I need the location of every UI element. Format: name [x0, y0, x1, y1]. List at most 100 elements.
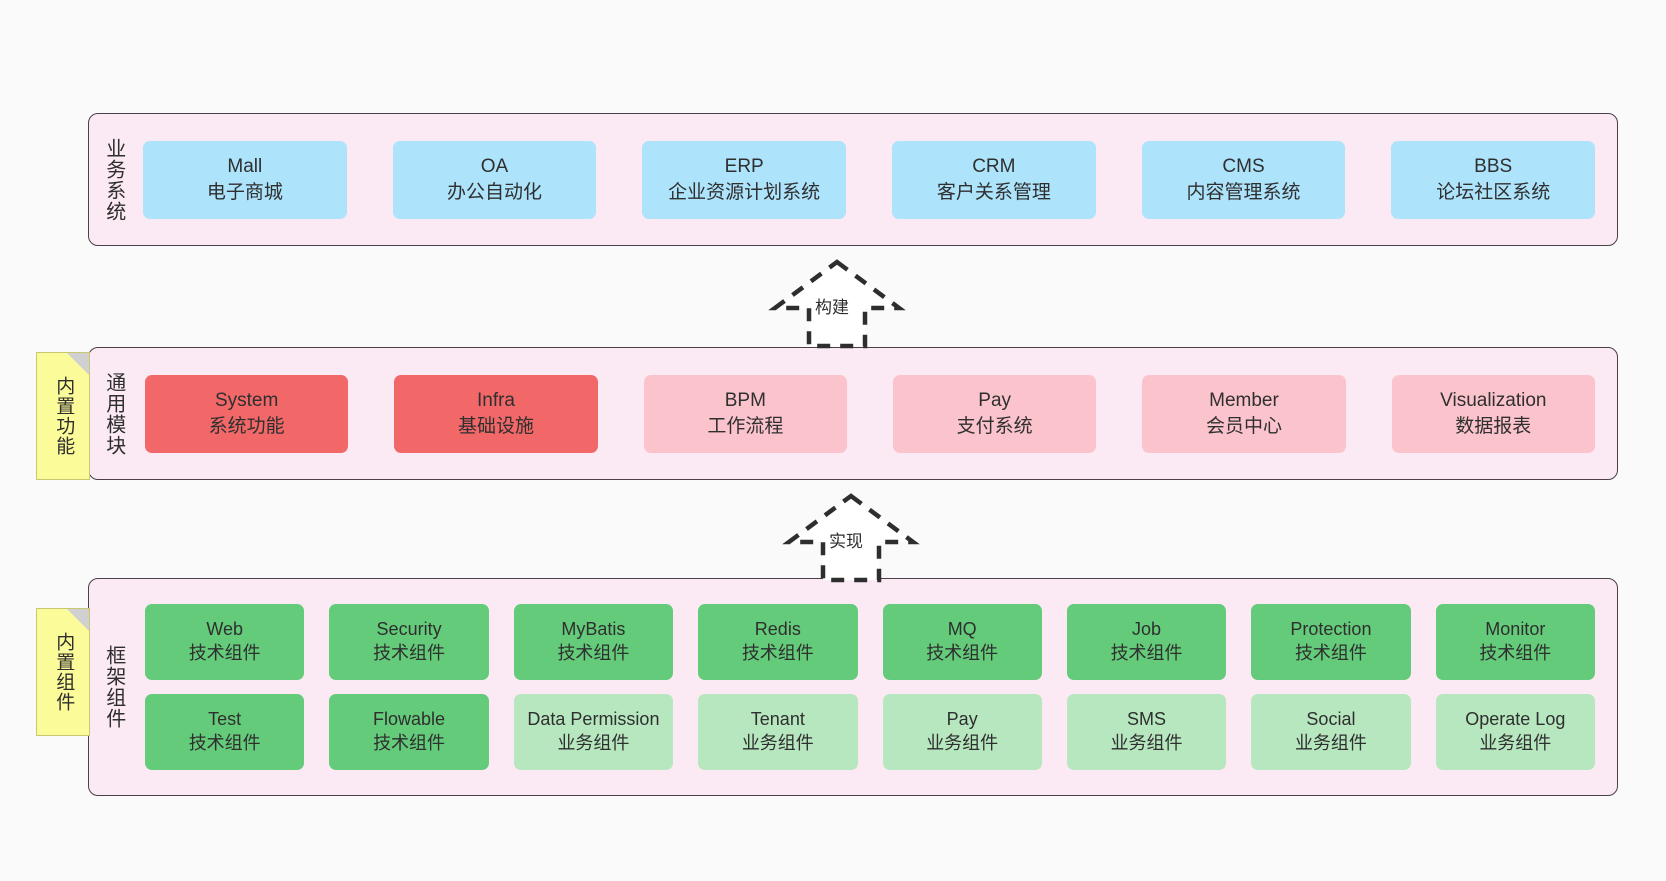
card-title: Visualization [1440, 390, 1547, 412]
card-title: Web [206, 619, 244, 640]
card-subtitle: 电子商城 [206, 181, 283, 203]
card-subtitle: 客户关系管理 [936, 181, 1051, 203]
card-subtitle: 基础设施 [457, 415, 534, 437]
note-builtin-components: 内置组件 [36, 608, 90, 736]
card-title: BBS [1474, 156, 1513, 178]
card-row: Web 技术组件 Security 技术组件 MyBatis 技术组件 Redi… [145, 604, 1595, 680]
layer-title-framework-components: 框架组件 [102, 645, 125, 729]
card-mall[interactable]: Mall 电子商城 [143, 140, 347, 219]
card-subtitle: 业务组件 [1294, 733, 1367, 753]
card-mq[interactable]: MQ 技术组件 [882, 604, 1042, 680]
card-operate-log[interactable]: Operate Log 业务组件 [1435, 694, 1595, 770]
card-bpm[interactable]: BPM 工作流程 [643, 374, 847, 453]
card-subtitle: 企业资源计划系统 [668, 181, 821, 203]
card-redis[interactable]: Redis 技术组件 [698, 604, 858, 680]
card-cms[interactable]: CMS 内容管理系统 [1141, 140, 1346, 219]
card-subtitle: 技术组件 [741, 643, 814, 663]
card-web[interactable]: Web 技术组件 [145, 604, 305, 680]
card-subtitle: 技术组件 [188, 733, 261, 753]
layer-business-systems: 业务系统 Mall 电子商城 OA 办公自动化 ERP 企业资源计划系统 CRM… [88, 113, 1618, 246]
card-title: SMS [1127, 709, 1167, 730]
card-title: Mall [227, 156, 263, 178]
arrow-build: 构建 [752, 258, 922, 349]
card-social[interactable]: Social 业务组件 [1251, 694, 1411, 770]
card-subtitle: 办公自动化 [447, 181, 543, 203]
card-subtitle: 技术组件 [1294, 643, 1367, 663]
card-subtitle: 业务组件 [1110, 733, 1183, 753]
card-subtitle: 技术组件 [1110, 643, 1183, 663]
card-subtitle: 业务组件 [741, 733, 814, 753]
card-title: ERP [724, 156, 764, 178]
card-subtitle: 工作流程 [707, 415, 784, 437]
card-title: BPM [724, 390, 766, 412]
card-tenant[interactable]: Tenant 业务组件 [698, 694, 858, 770]
layer-framework-components: 框架组件 Web 技术组件 Security 技术组件 MyBatis 技术组件… [88, 578, 1618, 796]
card-subtitle: 会员中心 [1205, 415, 1282, 437]
arrow-build-label: 构建 [815, 298, 849, 317]
card-subtitle: 系统功能 [208, 415, 285, 437]
arrow-implement-label: 实现 [829, 532, 863, 551]
card-title: Pay [946, 709, 978, 730]
card-system[interactable]: System 系统功能 [145, 374, 349, 453]
folded-corner-icon [67, 609, 89, 631]
card-oa[interactable]: OA 办公自动化 [392, 140, 597, 219]
card-subtitle: 业务组件 [1479, 733, 1552, 753]
card-title: Member [1209, 390, 1279, 412]
card-pay-component[interactable]: Pay 业务组件 [882, 694, 1042, 770]
card-bbs[interactable]: BBS 论坛社区系统 [1391, 140, 1596, 219]
folded-corner-icon [67, 353, 89, 375]
card-row: Mall 电子商城 OA 办公自动化 ERP 企业资源计划系统 CRM 客户关系… [143, 140, 1596, 219]
card-title: Data Permission [527, 709, 660, 730]
card-title: Protection [1290, 619, 1372, 640]
card-visualization[interactable]: Visualization 数据报表 [1391, 374, 1595, 453]
layer-common-modules: 通用模块 System 系统功能 Infra 基础设施 BPM 工作流程 Pay… [88, 347, 1618, 480]
card-subtitle: 技术组件 [373, 733, 446, 753]
layer-title-common-modules: 通用模块 [102, 371, 125, 456]
card-subtitle: 技术组件 [1479, 643, 1552, 663]
card-protection[interactable]: Protection 技术组件 [1251, 604, 1411, 680]
card-infra[interactable]: Infra 基础设施 [394, 374, 598, 453]
card-title: System [214, 390, 279, 412]
card-title: Pay [978, 390, 1012, 412]
layer-body-framework-components: Web 技术组件 Security 技术组件 MyBatis 技术组件 Redi… [137, 579, 1617, 795]
card-row: System 系统功能 Infra 基础设施 BPM 工作流程 Pay 支付系统… [145, 374, 1595, 453]
card-mybatis[interactable]: MyBatis 技术组件 [513, 604, 674, 680]
note-label: 内置功能 [53, 376, 75, 456]
card-title: MQ [947, 619, 977, 640]
card-subtitle: 内容管理系统 [1186, 181, 1301, 203]
card-monitor[interactable]: Monitor 技术组件 [1435, 604, 1595, 680]
card-subtitle: 数据报表 [1455, 415, 1532, 437]
card-subtitle: 技术组件 [373, 643, 446, 663]
card-title: Test [208, 709, 242, 730]
card-crm[interactable]: CRM 客户关系管理 [892, 140, 1096, 219]
card-subtitle: 论坛社区系统 [1436, 181, 1551, 203]
card-flowable[interactable]: Flowable 技术组件 [329, 694, 489, 770]
card-test[interactable]: Test 技术组件 [145, 694, 305, 770]
card-subtitle: 业务组件 [557, 733, 630, 753]
card-pay-module[interactable]: Pay 支付系统 [892, 374, 1097, 453]
card-title: Flowable [373, 709, 446, 730]
note-label: 内置组件 [53, 632, 75, 712]
card-title: OA [480, 156, 509, 178]
card-erp[interactable]: ERP 企业资源计划系统 [642, 140, 847, 219]
card-title: Infra [476, 390, 515, 412]
arrow-implement: 实现 [766, 492, 936, 583]
card-subtitle: 技术组件 [557, 643, 630, 663]
card-security[interactable]: Security 技术组件 [329, 604, 489, 680]
card-data-permission[interactable]: Data Permission 业务组件 [513, 694, 674, 770]
card-title: CRM [972, 156, 1016, 178]
card-title: Redis [754, 619, 801, 640]
card-subtitle: 业务组件 [926, 733, 999, 753]
layer-body-common-modules: System 系统功能 Infra 基础设施 BPM 工作流程 Pay 支付系统… [137, 348, 1617, 479]
card-title: Operate Log [1465, 709, 1566, 730]
card-job[interactable]: Job 技术组件 [1066, 604, 1227, 680]
card-title: Security [376, 619, 442, 640]
card-title: Tenant [750, 709, 805, 730]
card-row: Test 技术组件 Flowable 技术组件 Data Permission … [145, 694, 1595, 770]
card-title: CMS [1222, 156, 1265, 178]
card-sms[interactable]: SMS 业务组件 [1066, 694, 1227, 770]
layer-title-business-systems: 业务系统 [102, 137, 125, 222]
card-title: Social [1306, 709, 1356, 730]
card-member[interactable]: Member 会员中心 [1142, 374, 1346, 453]
